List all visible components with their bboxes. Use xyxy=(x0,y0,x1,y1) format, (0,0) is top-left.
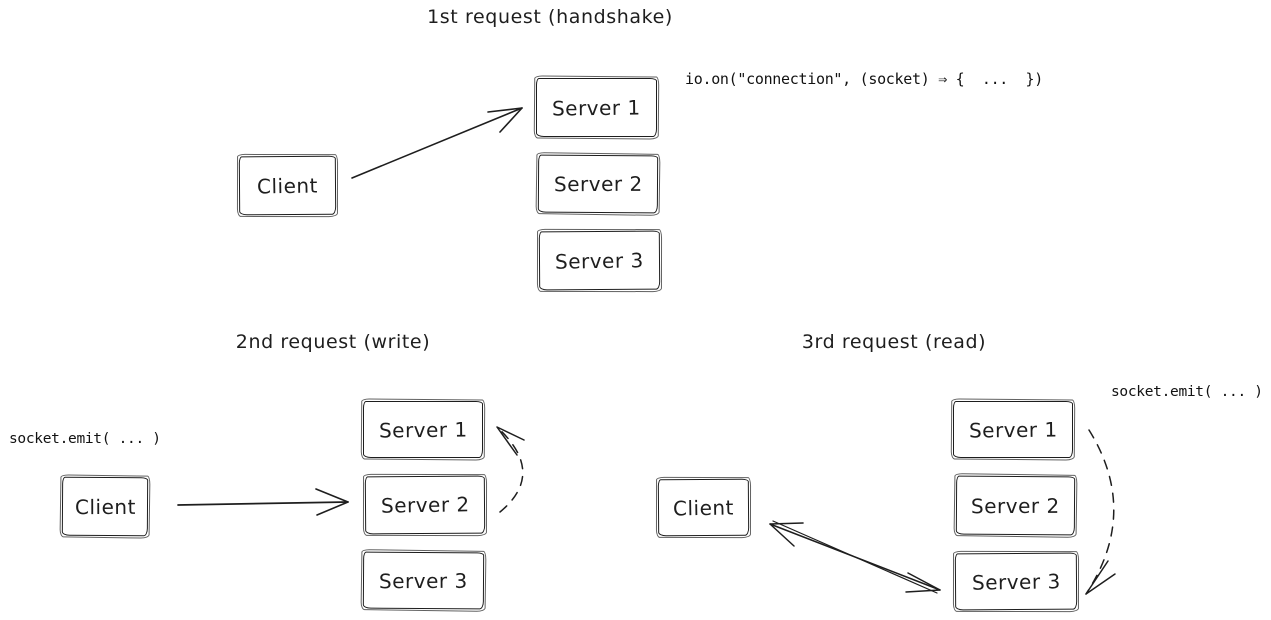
server2-node-handshake: Server 2 xyxy=(537,154,659,214)
server3-node-handshake: Server 3 xyxy=(538,230,661,291)
client-label: Client xyxy=(672,494,735,521)
arrow-client-to-server1 xyxy=(351,107,523,179)
dashed-arrow-server2-to-server1 xyxy=(496,426,524,513)
diagram-title-write: 2nd request (write) xyxy=(235,331,431,353)
dashed-arrow-server1-to-server3 xyxy=(1085,429,1115,595)
server1-label: Server 1 xyxy=(378,417,468,442)
arrowhead-at-server3 xyxy=(905,572,941,593)
arrowhead-server1-to-server3 xyxy=(1085,560,1116,595)
code-annotation-socket-emit-write: socket.emit( ... ) xyxy=(9,431,161,447)
arrowhead-at-client xyxy=(769,522,804,547)
server3-label: Server 3 xyxy=(971,568,1061,595)
code-annotation-socket-emit-read: socket.emit( ... ) xyxy=(1111,384,1263,400)
client-node-read: Client xyxy=(657,478,750,537)
arrowhead-client-to-server1 xyxy=(487,107,523,133)
diagram-title-handshake: 1st request (handshake) xyxy=(427,6,673,28)
server1-node-write: Server 1 xyxy=(363,401,483,458)
server1-node-read: Server 1 xyxy=(953,401,1073,458)
server3-node-write: Server 3 xyxy=(362,551,485,610)
diagram-title-read: 3rd request (read) xyxy=(801,331,987,353)
server2-label: Server 2 xyxy=(380,492,470,518)
server2-label: Server 2 xyxy=(971,493,1060,518)
client-label: Client xyxy=(256,172,319,199)
server3-label: Server 3 xyxy=(379,568,468,593)
client-node-handshake: Client xyxy=(238,155,337,216)
arrow-client-to-server2 xyxy=(177,501,349,506)
arrow-server3-to-client xyxy=(769,523,941,591)
client-node-write: Client xyxy=(61,476,149,537)
arrowhead-client-to-server2 xyxy=(315,488,349,516)
server1-node-handshake: Server 1 xyxy=(536,78,657,137)
arrowhead-server2-to-server1 xyxy=(496,426,525,456)
server3-node-read: Server 3 xyxy=(954,552,1078,611)
server2-label: Server 2 xyxy=(553,171,643,197)
client-label: Client xyxy=(74,494,136,519)
server3-label: Server 3 xyxy=(554,247,645,274)
server2-node-write: Server 2 xyxy=(364,475,486,535)
server2-node-read: Server 2 xyxy=(955,475,1076,536)
arrow-server3-to-client-second-stroke xyxy=(772,520,938,594)
server1-label: Server 1 xyxy=(968,417,1058,442)
code-annotation-io-on: io.on("connection", (socket) ⇒ { ... }) xyxy=(685,70,1043,88)
server1-label: Server 1 xyxy=(552,95,641,120)
